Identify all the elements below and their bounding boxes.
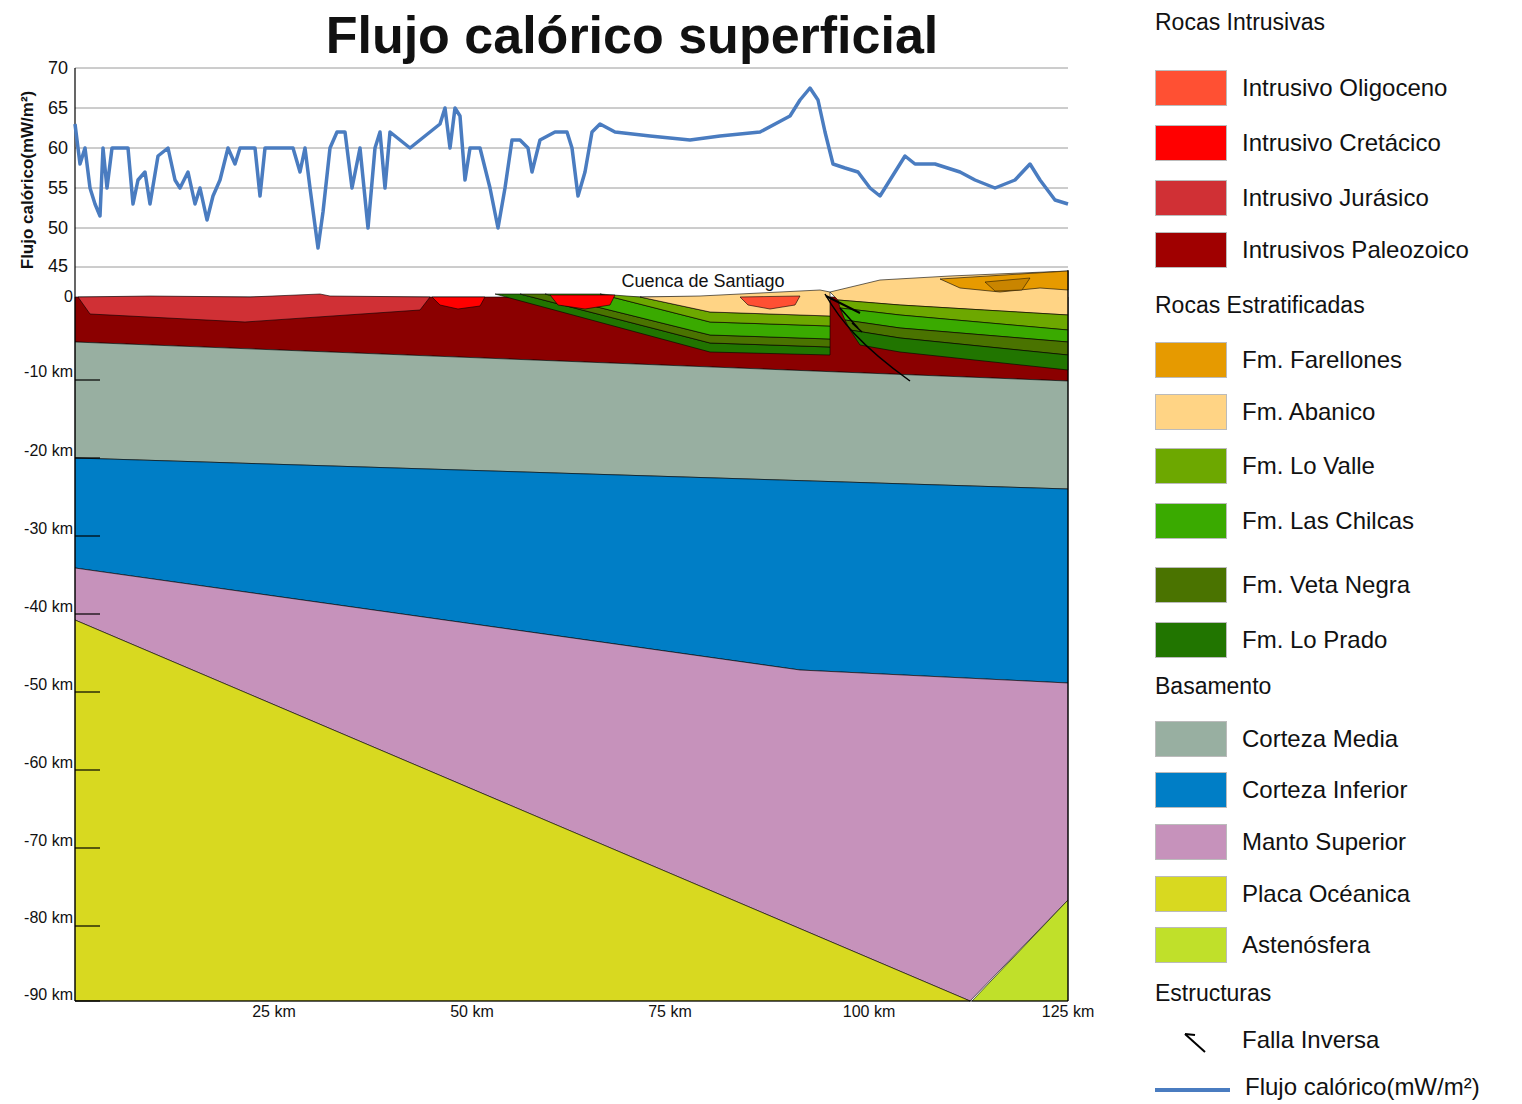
legend-text: Intrusivo Cretácico	[1242, 129, 1441, 157]
legend-text: Fm. Las Chilcas	[1242, 507, 1414, 535]
axis-title: Flujo calórico(mW/m²)	[18, 91, 38, 270]
legend-swatch	[1155, 394, 1227, 430]
fault-sample	[1185, 1034, 1205, 1052]
depth-label: -90 km	[24, 986, 73, 1004]
farellones-layer	[985, 278, 1030, 291]
legend-swatch	[1155, 721, 1227, 757]
legend-swatch	[1155, 772, 1227, 808]
legend-swatch	[1155, 824, 1227, 860]
legend-swatch	[1155, 70, 1227, 106]
heat-flow-curve	[75, 88, 1068, 248]
distance-label: 50 km	[450, 1003, 494, 1021]
legend-text: Falla Inversa	[1242, 1026, 1379, 1054]
depth-label: -80 km	[24, 909, 73, 927]
legend-text: Flujo calórico(mW/m²)	[1245, 1073, 1480, 1101]
legend-swatch	[1155, 927, 1227, 963]
legend-text: Fm. Veta Negra	[1242, 571, 1410, 599]
legend-text: Placa Océanica	[1242, 880, 1410, 908]
legend-swatch	[1155, 567, 1227, 603]
tick-label: 65	[48, 98, 68, 119]
oligocene-intrusive	[740, 296, 800, 309]
legend-heading: Rocas Intrusivas	[1155, 9, 1325, 35]
distance-label: 75 km	[648, 1003, 692, 1021]
chart-title: Flujo calórico superficial	[326, 6, 939, 66]
legend-text: Intrusivo Oligoceno	[1242, 74, 1447, 102]
axes	[75, 68, 1068, 1001]
cretaceous-intrusive	[432, 297, 485, 309]
fault-sample	[1185, 1034, 1195, 1035]
asthenosphere-layer	[972, 900, 1068, 1001]
distance-label: 25 km	[252, 1003, 296, 1021]
depth-label: -20 km	[24, 442, 73, 460]
abanico-layer	[640, 290, 830, 316]
legend-swatch	[1155, 232, 1227, 268]
legend-swatch	[1155, 622, 1227, 658]
chart-gridlines	[75, 68, 1068, 267]
legend-text: Corteza Media	[1242, 725, 1398, 753]
depth-label: -70 km	[24, 832, 73, 850]
legend-text: Fm. Lo Prado	[1242, 626, 1387, 654]
upper-mantle-layer	[75, 568, 1068, 1001]
tick-label: 45	[48, 256, 68, 277]
heat-flow-sample	[1155, 1088, 1230, 1092]
distance-label: 100 km	[843, 1003, 895, 1021]
depth-label: -30 km	[24, 520, 73, 538]
legend-swatch	[1155, 448, 1227, 484]
oceanic-plate-layer	[75, 620, 970, 1001]
legend-swatch	[1155, 876, 1227, 912]
legend-text: Fm. Farellones	[1242, 346, 1402, 374]
depth-label: -10 km	[24, 363, 73, 381]
legend-text: Intrusivos Paleozoico	[1242, 236, 1469, 264]
distance-label: 125 km	[1042, 1003, 1094, 1021]
legend-text: Manto Superior	[1242, 828, 1406, 856]
legend-swatch	[1155, 180, 1227, 216]
legend-text: Fm. Lo Valle	[1242, 452, 1375, 480]
lo-prado-layer	[495, 294, 830, 355]
abanico-layer	[935, 271, 1068, 293]
depth-label: -60 km	[24, 754, 73, 772]
farellones-layer	[940, 271, 1068, 292]
basin-label: Cuenca de Santiago	[621, 271, 784, 292]
legend-swatch	[1155, 342, 1227, 378]
legend-text: Fm. Abanico	[1242, 398, 1375, 426]
tick-label: 60	[48, 138, 68, 159]
legend-swatch	[1155, 125, 1227, 161]
legend-heading: Rocas Estratificadas	[1155, 292, 1365, 318]
tick-label: 55	[48, 178, 68, 199]
depth-label: 0	[64, 288, 73, 306]
reverse-fault	[825, 294, 910, 381]
legend-samples	[1155, 1034, 1230, 1090]
legend-swatch	[1155, 503, 1227, 539]
legend-text: Intrusivo Jurásico	[1242, 184, 1429, 212]
jurassic-intrusive	[78, 294, 430, 322]
tick-label: 50	[48, 218, 68, 239]
lo-prado-layer	[850, 330, 1068, 370]
depth-label: -40 km	[24, 598, 73, 616]
depth-label: -50 km	[24, 676, 73, 694]
legend-heading: Estructuras	[1155, 980, 1271, 1006]
legend-text: Corteza Inferior	[1242, 776, 1407, 804]
tick-label: 70	[48, 58, 68, 79]
cretaceous-intrusive	[550, 295, 615, 309]
legend-text: Astenósfera	[1242, 931, 1370, 959]
legend-heading: Basamento	[1155, 673, 1271, 699]
